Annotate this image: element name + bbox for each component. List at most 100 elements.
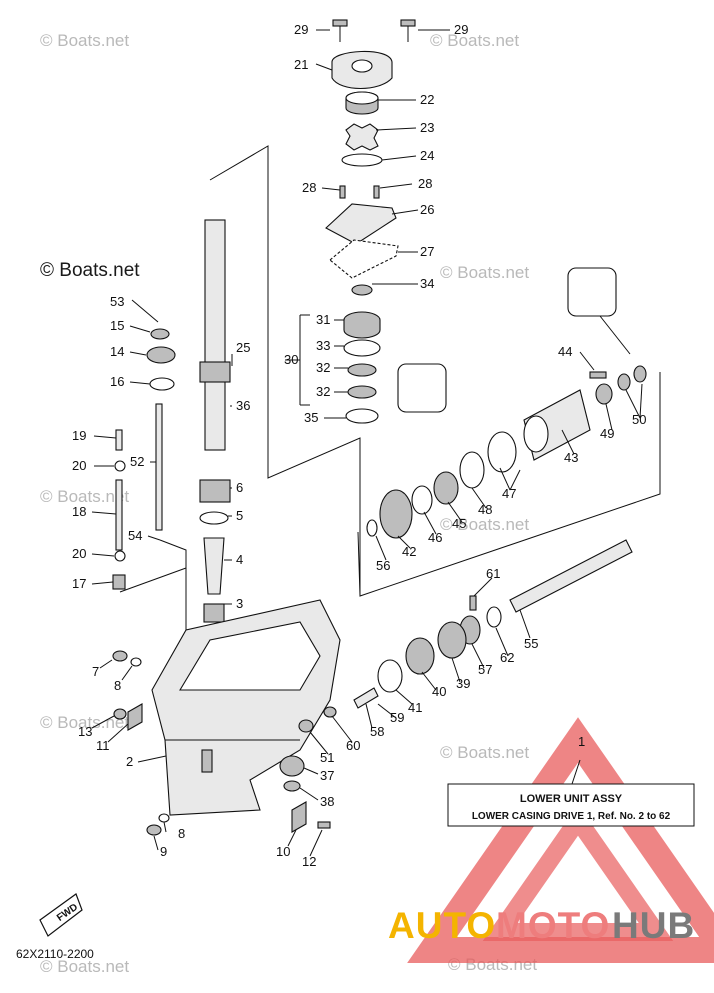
- logo-inner-triangle: [482, 804, 674, 941]
- callout-28: 28: [302, 180, 316, 195]
- callout-49: 49: [600, 426, 614, 441]
- forward-gear-42: [379, 489, 413, 539]
- watermark-text: © Boats.net: [40, 957, 129, 976]
- callout-39: 39: [456, 676, 470, 691]
- watermark-text: © Boats.net: [440, 515, 529, 534]
- callout-13: 13: [78, 724, 92, 739]
- callout-47: 47: [502, 486, 516, 501]
- callout-54: 54: [128, 528, 142, 543]
- callout-32: 32: [316, 360, 330, 375]
- callout-2: 2: [126, 754, 133, 769]
- casing-port: [201, 749, 213, 773]
- callout-7: 7: [92, 664, 99, 679]
- bearing-45: [433, 471, 459, 505]
- oil-seal-34: [351, 284, 373, 296]
- anode-10: [291, 801, 307, 833]
- callout-55: 55: [524, 636, 538, 651]
- brand-auto: AUTO: [388, 905, 496, 946]
- bearing-3: [203, 603, 225, 623]
- callout-59: 59: [390, 710, 404, 725]
- watermark-text-dark: © Boats.net: [40, 260, 140, 281]
- shim-41: [377, 659, 403, 693]
- water-pump-group: [325, 19, 447, 424]
- gasket-27: [329, 239, 399, 279]
- callout-numbers: 29 29 21 22 23 24 28 28 26 27 34 31 33 3…: [72, 22, 646, 869]
- callout-30: 30: [284, 352, 298, 367]
- callout-9: 9: [160, 844, 167, 859]
- callout-12: 12: [302, 854, 316, 869]
- propeller-shaft-group: [298, 267, 647, 733]
- callout-16: 16: [110, 374, 124, 389]
- callout-8: 8: [178, 826, 185, 841]
- reference-box-subtitle: LOWER CASING DRIVE 1, Ref. No. 2 to 62: [472, 811, 671, 822]
- plunger-60: [323, 706, 337, 718]
- watermark-text: © Boats.net: [440, 263, 529, 282]
- callout-19: 19: [72, 428, 86, 443]
- callout-33: 33: [316, 338, 330, 353]
- callout-48: 48: [478, 502, 492, 517]
- drive-shaft-collar: [199, 361, 231, 383]
- oil-seal-32b: [347, 385, 377, 399]
- clip-62: [486, 606, 502, 628]
- impeller: [345, 123, 379, 151]
- oil-seal-housing-14: [146, 346, 176, 364]
- callout-23: 23: [420, 120, 434, 135]
- callout-38: 38: [320, 794, 334, 809]
- callout-25: 25: [236, 340, 250, 355]
- reference-box-title: LOWER UNIT ASSY: [520, 793, 623, 805]
- brand-wordmark: AUTO MOTO HUB: [388, 905, 695, 946]
- lubricant-symbol-box-2: [567, 267, 617, 317]
- drive-shaft: [204, 219, 226, 451]
- pin-19: [115, 429, 123, 451]
- callout-53: 53: [110, 294, 124, 309]
- callout-29: 29: [454, 22, 468, 37]
- gasket-35: [345, 408, 379, 424]
- brand-moto: MOTO: [496, 905, 610, 946]
- callout-28: 28: [418, 176, 432, 191]
- callout-45: 45: [452, 516, 466, 531]
- brand-hub: HUB: [612, 905, 695, 946]
- callout-42: 42: [402, 544, 416, 559]
- bolt-17: [112, 574, 126, 590]
- oil-seal-50b: [633, 365, 647, 383]
- gasket-24: [341, 153, 383, 167]
- callout-37: 37: [320, 768, 334, 783]
- bearing-49: [595, 383, 613, 405]
- callout-32: 32: [316, 384, 330, 399]
- watermark-text: © Boats.net: [440, 743, 529, 762]
- logo-outer-triangle: [407, 717, 714, 963]
- callout-8: 8: [114, 678, 121, 693]
- outer-plate-cartridge: [325, 203, 397, 245]
- watermark-text: © Boats.net: [40, 487, 129, 506]
- watermark-text: © Boats.net: [40, 713, 129, 732]
- fwd-arrow-icon: [39, 893, 83, 937]
- assembly-outlines: [119, 145, 661, 690]
- nut-38: [283, 780, 301, 792]
- drive-shaft-group: [112, 219, 231, 623]
- watermarks: © Boats.net © Boats.net © Boats.net © Bo…: [40, 31, 537, 976]
- callout-50: 50: [632, 412, 646, 427]
- o-ring-47: [487, 431, 517, 473]
- clip-20-bottom: [114, 550, 126, 562]
- washer-8-bottom: [158, 813, 170, 823]
- propeller-shaft-55: [509, 539, 633, 613]
- reverse-gear-39: [437, 621, 467, 659]
- callout-10: 10: [276, 844, 290, 859]
- callout-36: 36: [236, 398, 250, 413]
- callout-60: 60: [346, 738, 360, 753]
- dowel-pin-right: [373, 185, 380, 199]
- bolt-44: [589, 371, 607, 379]
- callout-58: 58: [370, 724, 384, 739]
- watermark-text: © Boats.net: [430, 31, 519, 50]
- callout-14: 14: [110, 344, 124, 359]
- plate-11: [127, 703, 143, 731]
- callout-15: 15: [110, 318, 124, 333]
- callout-26: 26: [420, 202, 434, 217]
- fwd-arrow: FWD: [39, 893, 83, 937]
- callout-1: 1: [578, 734, 585, 749]
- assembly-reference-box: LOWER UNIT ASSY LOWER CASING DRIVE 1, Re…: [447, 783, 695, 827]
- callout-62: 62: [500, 650, 514, 665]
- callout-40: 40: [432, 684, 446, 699]
- shift-rod-52: [155, 403, 163, 531]
